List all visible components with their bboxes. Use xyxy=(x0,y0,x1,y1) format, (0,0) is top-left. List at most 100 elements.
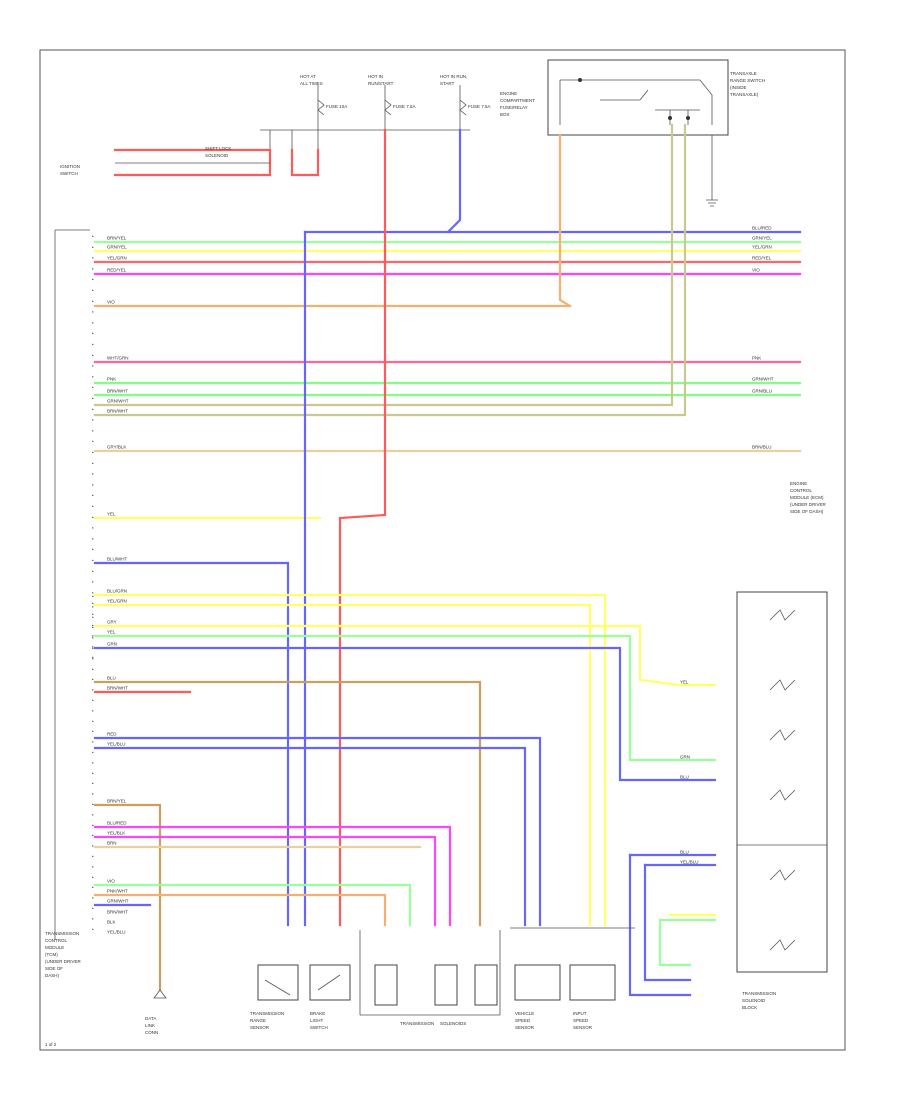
solenoid-block: TRANSMISSION SOLENOID BLOCK xyxy=(736,591,828,1010)
tcm-label-1: TRANSMISSION xyxy=(45,931,79,936)
bottom-comp-1b: LINK xyxy=(145,1023,155,1028)
left-wire-label: RED/YEL xyxy=(107,268,127,273)
fuse-block: HOT AT ALL TIMES HOT IN RUN/START HOT IN… xyxy=(260,74,535,150)
pin-number: • xyxy=(92,364,94,369)
fuse-label-2: FUSE 7.5A xyxy=(393,104,416,109)
ignition-label-1: IGNITION xyxy=(60,164,80,169)
pin-number: • xyxy=(92,885,94,890)
pin-number: • xyxy=(92,667,94,672)
shift-lock-label: SHIFT LOCK xyxy=(205,146,231,151)
tcm-label-2: CONTROL xyxy=(45,938,67,943)
left-wire-label: BRN/WHT xyxy=(107,389,128,394)
pin-number: • xyxy=(92,604,94,609)
left-wire-label: GRN/WHT xyxy=(107,399,129,404)
right-wire-labels: BLU/REDGRN/YELYEL/GRNRED/YELVIOPNKGRN/WH… xyxy=(680,226,774,865)
right-wire-label: BRN/BLU xyxy=(752,445,772,450)
fuse-label-1: FUSE 10A xyxy=(326,104,347,109)
pin-number: • xyxy=(92,636,94,641)
pin-number: • xyxy=(92,472,94,477)
tcm-label-6: SIDE OF xyxy=(45,966,63,971)
pin-number: • xyxy=(92,396,94,401)
ecm-label-2: CONTROL xyxy=(790,488,812,493)
left-wire-label: BRN/WHT xyxy=(107,910,128,915)
fuse-block-label-4: BOX xyxy=(500,112,510,117)
bottom-comp-1c: CONN xyxy=(145,1030,158,1035)
tcm-label: TRANSMISSION CONTROL MODULE (TCM) (UNDER… xyxy=(45,931,82,978)
bottom-comp-5b: SPEED xyxy=(515,1018,531,1023)
bottom-comp-3a: BRAKE xyxy=(310,1011,325,1016)
range-switch: TRANSAXLE RANGE SWITCH (INSIDE TRANSAXLE… xyxy=(547,59,765,207)
left-wire-label: YEL xyxy=(107,630,116,635)
left-wire-label: YEL/GRN xyxy=(107,256,127,261)
pin-number: • xyxy=(92,601,94,606)
fuse-label-3: FUSE 7.5A xyxy=(468,104,491,109)
left-wire-label: YEL/BLK xyxy=(107,831,125,836)
pin-number: • xyxy=(92,740,94,745)
pin-number: • xyxy=(92,771,94,776)
pin-number: • xyxy=(92,299,94,304)
pin-number: • xyxy=(92,823,94,828)
right-wire-label: YEL xyxy=(680,680,689,685)
bottom-comp-2a: TRANSMISSION xyxy=(250,1011,284,1016)
pin-number: • xyxy=(92,833,94,838)
tcm-connector-outline xyxy=(54,229,90,940)
pin-number: • xyxy=(92,461,94,466)
pin-number: • xyxy=(92,504,94,509)
fuse-top-label-3b: START xyxy=(440,81,455,86)
pin-number: • xyxy=(92,482,94,487)
pin-number: • xyxy=(92,698,94,703)
range-switch-label-1: TRANSAXLE xyxy=(730,71,757,76)
pin-number: • xyxy=(92,677,94,682)
pin-number: • xyxy=(92,385,94,390)
pin-number: • xyxy=(92,536,94,541)
pin-number: • xyxy=(92,916,94,921)
pin-number: • xyxy=(92,854,94,859)
bottom-comp-6a: INPUT xyxy=(573,1011,587,1016)
bottom-comp-3c: SWITCH xyxy=(310,1025,328,1030)
pin-number: • xyxy=(92,719,94,724)
tcm-pins-lower: ••••••••••••••••••••••••••••••••• xyxy=(92,594,94,932)
pin-number: • xyxy=(92,547,94,552)
pin-number: • xyxy=(92,407,94,412)
pin-number: • xyxy=(92,288,94,293)
upper-harness xyxy=(93,123,802,927)
pin-number: • xyxy=(92,750,94,755)
tcm-pins-upper: •••••••••••••••••••••••••••••••••••••••• xyxy=(92,234,94,660)
tcm-label-7: DASH) xyxy=(45,973,60,978)
pin-number: • xyxy=(92,615,94,620)
pin-number: • xyxy=(92,418,94,423)
bottom-components: DATA LINK CONN TRANSMISSION RANGE SENSOR… xyxy=(145,927,635,1035)
right-wire-label: GRN xyxy=(680,755,690,760)
page-id: 1 of 2 xyxy=(45,1042,57,1047)
pin-number: • xyxy=(92,234,94,239)
pin-number: • xyxy=(92,802,94,807)
left-wire-label: YEL/BLU xyxy=(107,742,126,747)
ecm-label-5: SIDE OF DASH) xyxy=(790,509,824,514)
pin-number: • xyxy=(92,580,94,585)
right-wire-label: GRN/BLU xyxy=(752,389,772,394)
pin-number: • xyxy=(92,927,94,932)
pin-number: • xyxy=(92,792,94,797)
fuse-top-label-2b: RUN/START xyxy=(368,81,394,86)
pin-number: • xyxy=(92,245,94,250)
bottom-comp-1a: DATA xyxy=(145,1016,156,1021)
left-wire-label: VIO xyxy=(107,879,115,884)
fuse-block-label-2: COMPARTMENT xyxy=(500,98,535,103)
pin-number: • xyxy=(92,760,94,765)
fuse-block-label-3: FUSE/RELAY xyxy=(500,105,528,110)
pin-number: • xyxy=(92,310,94,315)
shift-lock-label-2: SOLENOID xyxy=(205,153,229,158)
pin-number: • xyxy=(92,493,94,498)
page-border xyxy=(39,49,846,1051)
bottom-comp-2b: RANGE xyxy=(250,1018,266,1023)
pin-number: • xyxy=(92,558,94,563)
pin-number: • xyxy=(92,896,94,901)
left-wire-label: PNK xyxy=(107,377,116,382)
ignition-switch-area: IGNITION SWITCH SHIFT LOCK SOLENOID xyxy=(60,146,320,177)
right-wire-label: GRN/WHT xyxy=(752,377,774,382)
pin-number: • xyxy=(92,644,94,649)
pin-number: • xyxy=(92,266,94,271)
pin-number: • xyxy=(92,864,94,869)
pin-number: • xyxy=(92,594,94,599)
ecm-label: ENGINE CONTROL MODULE (ECM) (UNDER DRIVE… xyxy=(790,481,827,514)
